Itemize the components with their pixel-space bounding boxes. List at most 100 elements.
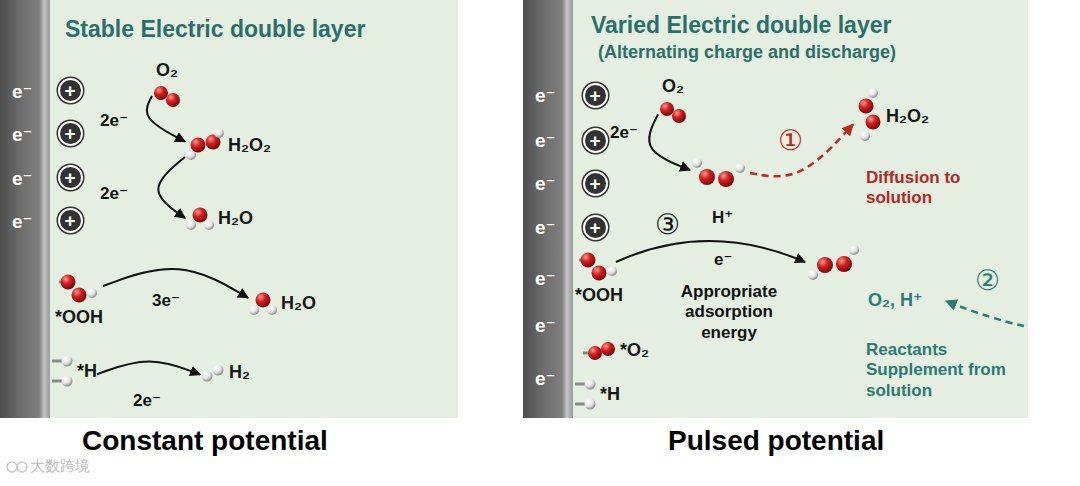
- peroxide-species: H₂O₂: [185, 128, 271, 162]
- species-label: H₂O: [218, 208, 253, 229]
- species-label: *H: [77, 361, 97, 382]
- electron-count: 3e⁻: [152, 290, 180, 311]
- oxygen-atom: [256, 293, 271, 308]
- electron-label: e⁻: [535, 267, 556, 290]
- electron-label: e⁻: [535, 129, 556, 152]
- reaction-arrow: [649, 114, 690, 170]
- reaction-arrow: [616, 241, 805, 262]
- charge-sign: +: [64, 81, 75, 100]
- electron-label: e⁻: [12, 167, 33, 190]
- hydrogen-atom: [213, 364, 224, 375]
- panel-background: e⁻e⁻e⁻e⁻e⁻e⁻e⁻++++O₂H₂O₂*OOH*O₂*HVaried …: [523, 0, 1028, 418]
- oxygen-atom: [836, 256, 852, 272]
- watermark-icon: [7, 462, 27, 472]
- electron-label: e⁻: [535, 314, 556, 337]
- electron-label: e⁻: [535, 367, 556, 390]
- adsorbed-oxygen: *O₂: [583, 340, 649, 361]
- oxygen-atom: [191, 138, 206, 153]
- adsorbed-hydrogen: *H: [575, 378, 620, 410]
- panel-caption: Constant potential: [82, 424, 328, 458]
- hydrogen-atom: [692, 158, 702, 168]
- molecule-figure: [579, 250, 619, 282]
- species-label: H₂O₂: [886, 106, 929, 127]
- oxygen-atom: [72, 288, 87, 303]
- oxygen-atom: [154, 86, 168, 100]
- hydrogen-atom: [249, 305, 259, 315]
- molecule-figure: [853, 88, 883, 144]
- hydrogen-atom: [860, 131, 870, 141]
- process-note: Appropriate adsorption energy: [664, 282, 794, 343]
- positive-charge: +: [58, 208, 83, 233]
- electron-label: e⁻: [714, 250, 732, 270]
- molecule-figure: [59, 272, 99, 304]
- oxygen-atom: [601, 342, 615, 356]
- electron-label: e⁻: [12, 80, 33, 103]
- species-label: H₂O: [281, 293, 316, 314]
- molecule-figure: [200, 363, 226, 383]
- species-label: *OOH: [575, 285, 623, 306]
- molecule-figure: [185, 128, 225, 162]
- hydrogen-atom: [585, 379, 596, 390]
- molecule-figure: [248, 290, 278, 316]
- electron-label: e⁻: [535, 84, 556, 107]
- adsorbed-hydrogen: *H: [52, 355, 97, 387]
- oxygen-species: O₂: [152, 60, 182, 108]
- molecule-figure: [658, 100, 688, 124]
- supply-arrow: [946, 301, 1024, 326]
- species-label: *OOH: [55, 307, 103, 328]
- hydrogen-atom: [808, 270, 818, 280]
- molecule-figure: [152, 84, 182, 108]
- panel-caption: Pulsed potential: [668, 424, 884, 458]
- hydrogen-species: H₂: [200, 362, 250, 383]
- water-species: H₂O: [185, 205, 253, 231]
- electron-count: 2e⁻: [100, 183, 128, 204]
- molecule-figure: [575, 378, 597, 410]
- hydrogen-atom: [849, 245, 859, 255]
- reactant-label: H⁺: [712, 208, 733, 228]
- charge-sign: +: [64, 168, 75, 187]
- hydrogen-atom: [204, 220, 214, 230]
- electron-label: e⁻: [12, 210, 33, 233]
- charge-sign: +: [64, 211, 75, 230]
- charge-sign: +: [589, 174, 600, 193]
- process-note: Diffusion to solution: [866, 168, 991, 209]
- hydrogen-atom: [62, 356, 73, 367]
- positive-charge: +: [58, 165, 83, 190]
- panel-background: e⁻ e⁻ e⁻ e⁻ + + + + O₂ H₂O₂ H₂O *OOH H₂O *H H₂ Stable E…: [0, 0, 458, 418]
- product-molecule: [808, 245, 859, 280]
- species-label: O₂: [156, 60, 178, 81]
- species-label: *O₂: [620, 340, 649, 361]
- panel-title: Stable Electric double layer: [65, 16, 365, 43]
- panel-subtitle: (Alternating charge and discharge): [598, 42, 896, 63]
- reactant-label: O₂, H⁺: [868, 290, 923, 312]
- hydrogen-atom: [62, 376, 73, 387]
- reaction-arrow: [147, 96, 185, 142]
- oxygen-atom: [581, 253, 596, 268]
- diffusion-arrow: [750, 124, 853, 176]
- reaction-arrow: [158, 157, 185, 218]
- hydrogen-atom: [267, 305, 277, 315]
- oxygen-atom: [866, 115, 881, 130]
- electron-label: e⁻: [12, 123, 33, 146]
- watermark: 大数跨境: [30, 457, 90, 475]
- hydrogen-atom: [868, 88, 878, 98]
- molecule-figure: [185, 205, 215, 231]
- oxygen-atom: [817, 257, 833, 273]
- positive-charge: +: [583, 215, 608, 240]
- positive-charge: +: [583, 128, 608, 153]
- electron-count: 2e⁻: [100, 110, 128, 131]
- hydrogen-atom: [202, 370, 213, 381]
- oxygen-atom: [859, 99, 874, 114]
- positive-charge: +: [58, 121, 83, 146]
- positive-charge: +: [583, 83, 608, 108]
- reaction-arrow: [158, 157, 185, 218]
- positive-charge: +: [58, 78, 83, 103]
- intermediate-molecule: [692, 158, 745, 187]
- hydrogen-atom: [186, 220, 196, 230]
- adsorbed-ooh: *OOH: [575, 250, 623, 306]
- hydrogen-atom: [607, 266, 617, 276]
- electron-label: e⁻: [535, 216, 556, 239]
- electron-label: e⁻: [535, 172, 556, 195]
- peroxide-species: H₂O₂: [853, 88, 929, 144]
- positive-charge: +: [583, 171, 608, 196]
